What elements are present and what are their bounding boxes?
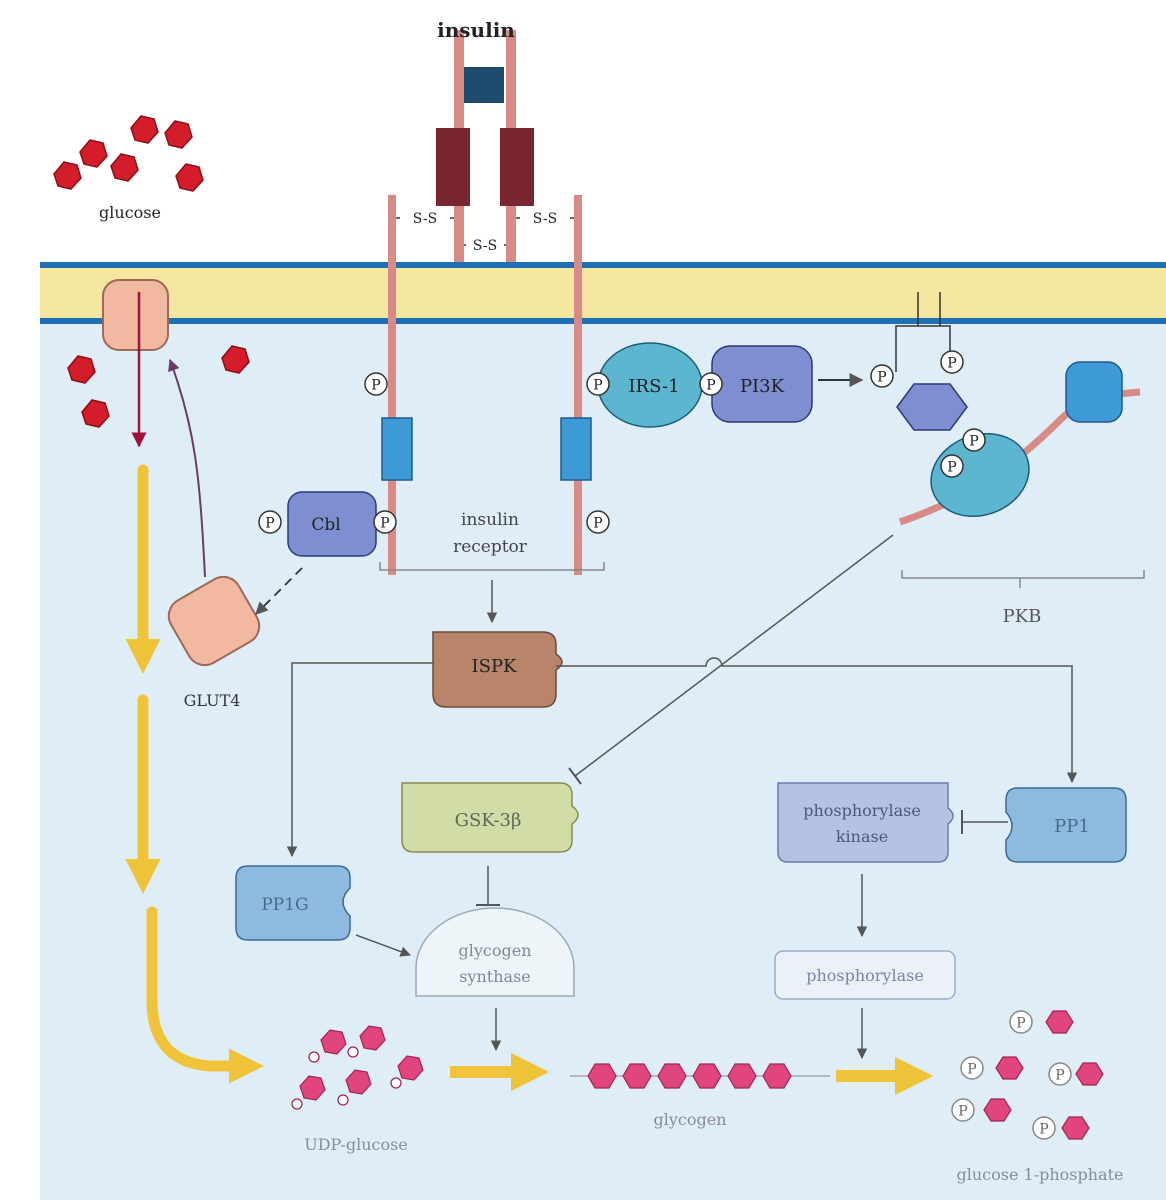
pp1g-protein xyxy=(235,865,351,941)
pp1-label: PP1 xyxy=(1054,816,1090,837)
pkb-ph-domain xyxy=(1065,361,1123,423)
disulfide-left-label: S-S xyxy=(413,211,437,227)
glucose-1-phosphate-molecules xyxy=(983,1010,1104,1140)
phosphate-badge: P xyxy=(699,372,723,396)
ispk-to-pp1g-arrow xyxy=(286,662,433,858)
cell-membrane xyxy=(40,262,1166,324)
glycogen-synthase-label-1: glycogen xyxy=(458,941,531,960)
irs1-label: IRS-1 xyxy=(628,376,679,397)
pkb-inhibits-gsk3b xyxy=(574,534,894,777)
gsk3b-protein xyxy=(401,782,579,853)
phosphorylase-label: phosphorylase xyxy=(806,966,924,985)
insulin-receptor-label-1: insulin xyxy=(461,510,519,530)
phosphate-badge: P xyxy=(1032,1116,1056,1140)
svg-text:P: P xyxy=(1016,1016,1025,1032)
glucose-label: glucose xyxy=(99,203,161,222)
udp-glucose-label: UDP-glucose xyxy=(304,1135,408,1154)
glycogen-synthase-protein xyxy=(415,907,575,997)
ispk-to-pp1-arrow xyxy=(556,657,1078,784)
phosphorylase-protein xyxy=(774,950,956,1000)
glucose-molecules-outside xyxy=(53,115,204,192)
svg-text:P: P xyxy=(967,1062,976,1078)
pip3-lipid xyxy=(895,292,951,372)
disulfide-right-label: S-S xyxy=(533,211,557,227)
ispk-label: ISPK xyxy=(472,656,518,677)
phosphate-badge: P xyxy=(940,454,964,478)
phosphate-badge: P xyxy=(364,372,388,396)
cbl-to-glut4-arrow xyxy=(255,567,303,615)
pkb-label: PKB xyxy=(1003,606,1042,627)
ispk-protein xyxy=(432,631,563,708)
insulin-molecule xyxy=(464,67,504,103)
insulin-receptor xyxy=(381,30,592,575)
phosphorylase-kinase-label-1: phosphorylase xyxy=(803,801,921,820)
svg-text:P: P xyxy=(1039,1122,1048,1138)
glut4-label: GLUT4 xyxy=(184,691,241,710)
udp-groups xyxy=(291,1046,402,1110)
glut4-translocation-arrow xyxy=(168,358,206,578)
pkb-bracket xyxy=(901,570,1145,579)
pp1g-label: PP1G xyxy=(261,895,308,915)
udp-glucose-molecules xyxy=(299,1025,424,1101)
glycogen-synthase-label-2: synthase xyxy=(459,967,531,986)
svg-text:P: P xyxy=(380,516,389,532)
svg-text:P: P xyxy=(706,378,715,394)
glucose-1-phosphate-label: glucose 1-phosphate xyxy=(957,1165,1124,1184)
phosphate-badge: P xyxy=(258,510,282,534)
inositol-ring xyxy=(896,383,968,431)
svg-text:P: P xyxy=(969,434,978,450)
insulin-receptor-label-2: receptor xyxy=(453,537,528,557)
phosphate-badge: P xyxy=(870,364,894,388)
svg-text:P: P xyxy=(1055,1068,1064,1084)
insulin-label: insulin xyxy=(437,18,515,42)
phosphate-badge: P xyxy=(960,1056,984,1080)
disulfide-center-label: S-S xyxy=(473,238,497,254)
pp1g-activates-synthase xyxy=(355,934,411,957)
receptor-bracket xyxy=(379,562,605,571)
pi3k-label: PI3K xyxy=(740,376,785,397)
svg-text:P: P xyxy=(947,356,956,372)
phosphate-badge: P xyxy=(951,1098,975,1122)
svg-text:P: P xyxy=(877,370,886,386)
phosphate-badge: P xyxy=(586,510,610,534)
svg-text:P: P xyxy=(593,516,602,532)
phosphorylase-kinase-protein xyxy=(777,782,954,863)
phosphate-groups: P P P P P P P P xyxy=(258,350,1072,1140)
cytoplasm-region xyxy=(40,268,1166,1200)
svg-text:P: P xyxy=(371,378,380,394)
phosphate-badge: P xyxy=(962,428,986,452)
phosphate-badge: P xyxy=(586,372,610,396)
phosphate-badge: P xyxy=(1048,1062,1072,1086)
cbl-label: Cbl xyxy=(311,515,340,535)
svg-text:P: P xyxy=(265,516,274,532)
glucose-transporter xyxy=(102,279,169,351)
svg-text:P: P xyxy=(947,460,956,476)
glycogen-label: glycogen xyxy=(653,1110,726,1129)
phosphate-badge: P xyxy=(373,510,397,534)
svg-text:P: P xyxy=(593,378,602,394)
glut4-vesicle xyxy=(167,575,261,667)
glycogen-chain xyxy=(587,1063,792,1089)
gsk3b-label: GSK-3β xyxy=(455,810,522,831)
pp1-protein xyxy=(1005,787,1127,863)
svg-text:P: P xyxy=(958,1104,967,1120)
glucose-flow-arrows xyxy=(125,464,265,1084)
glucose-molecules-inside xyxy=(67,345,250,428)
phosphorylase-kinase-label-2: kinase xyxy=(836,827,888,846)
phosphate-badge: P xyxy=(1009,1010,1033,1034)
phosphate-badge: P xyxy=(940,350,964,374)
